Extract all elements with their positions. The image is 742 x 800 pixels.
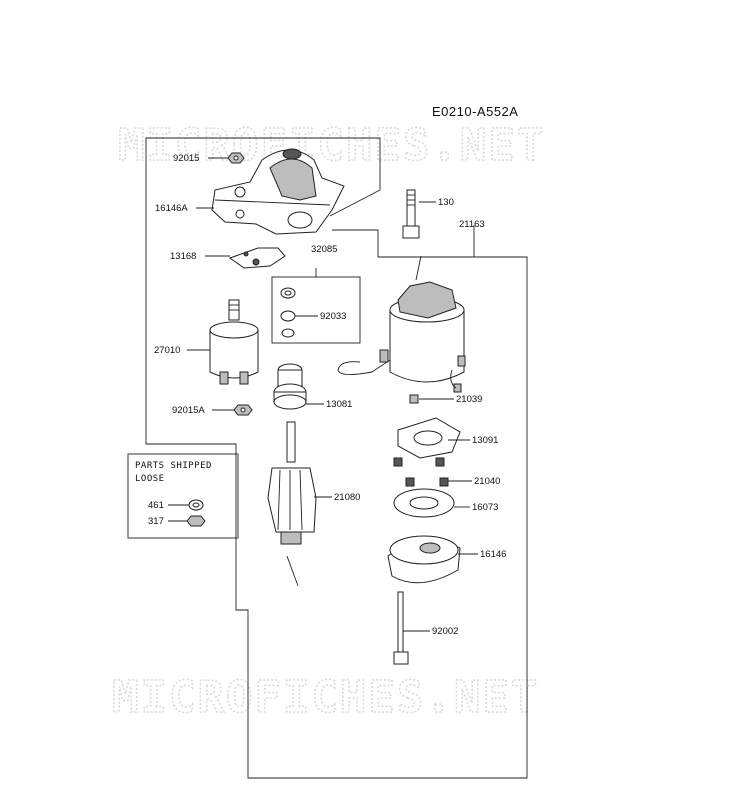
label-92015: 92015: [173, 153, 199, 164]
through-bolt-92002[interactable]: [393, 591, 409, 665]
label-92033: 92033: [320, 311, 346, 322]
label-16146: 16146: [480, 549, 506, 560]
label-461: 461: [148, 500, 164, 511]
oring-92033[interactable]: [280, 310, 296, 322]
parts-box-title-1: PARTS SHIPPED: [135, 461, 212, 471]
label-130: 130: [438, 197, 454, 208]
washer-32085-b[interactable]: [281, 328, 295, 338]
diagram-code: E0210-A552A: [432, 104, 518, 119]
assembly-outline: [145, 137, 528, 779]
parts-box-title-2: LOOSE: [135, 474, 165, 484]
parts-shipped-loose-box: [127, 453, 239, 539]
brush-21039[interactable]: [409, 394, 419, 404]
watermark-bottom: MICROFICHES.NET: [112, 672, 539, 723]
nut-92015[interactable]: [227, 152, 245, 164]
label-21080: 21080: [334, 492, 360, 503]
nut-92015A[interactable]: [233, 404, 253, 416]
label-21163: 21163: [459, 219, 485, 230]
lever-13168[interactable]: [228, 247, 286, 269]
label-16146A: 16146A: [155, 203, 188, 214]
nut-317[interactable]: [186, 515, 206, 527]
guide-line-armature: [286, 555, 299, 587]
label-21039: 21039: [456, 394, 482, 405]
armature-21080[interactable]: [267, 421, 317, 545]
label-13081: 13081: [326, 399, 352, 410]
rear-cover-16146[interactable]: [387, 535, 461, 584]
solenoid-27010[interactable]: [209, 299, 259, 385]
label-92015A: 92015A: [172, 405, 205, 416]
pinion-13081[interactable]: [273, 363, 307, 410]
plate-16073[interactable]: [393, 488, 455, 518]
label-92002: 92002: [432, 626, 458, 637]
label-16073: 16073: [472, 502, 498, 513]
label-317: 317: [148, 516, 164, 527]
brush-holder-13091[interactable]: [397, 417, 461, 459]
leader-lines: [168, 157, 478, 632]
guide-line-yoke: [415, 255, 422, 281]
label-13091: 13091: [472, 435, 498, 446]
label-32085: 32085: [311, 244, 337, 255]
washer-32085-a[interactable]: [280, 287, 296, 299]
spring-21040[interactable]: [393, 457, 449, 487]
bolt-130[interactable]: [402, 189, 420, 239]
yoke-21163[interactable]: [337, 281, 466, 393]
label-27010: 27010: [154, 345, 180, 356]
washer-461[interactable]: [188, 499, 204, 511]
watermark-top: MICROFICHES.NET: [118, 120, 545, 171]
label-21040: 21040: [474, 476, 500, 487]
front-housing-16146A[interactable]: [211, 148, 345, 235]
label-13168: 13168: [170, 251, 196, 262]
